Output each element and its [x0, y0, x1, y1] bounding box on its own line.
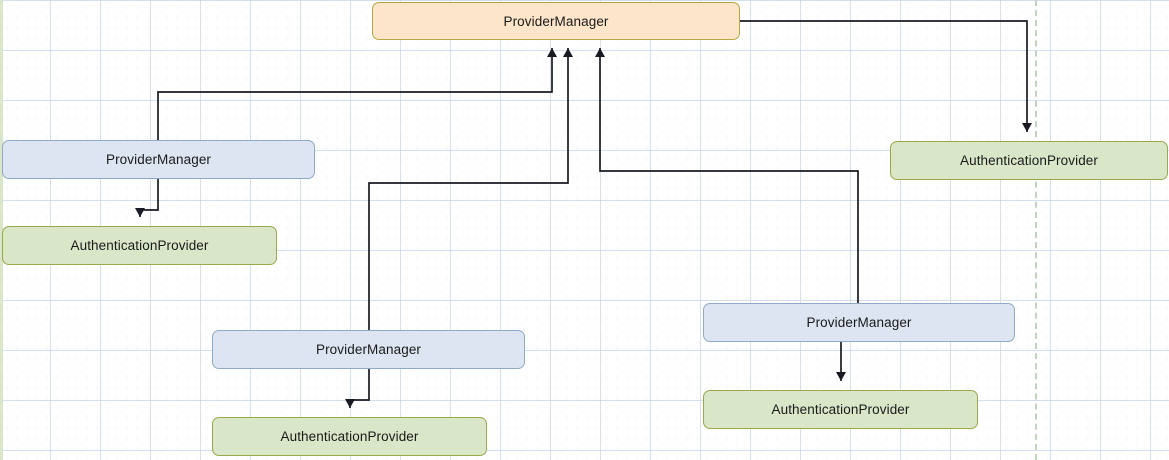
node-provider-manager-root[interactable]: ProviderManager [372, 2, 740, 40]
edge-root-to-provider-topright [740, 20, 1032, 132]
node-provider-manager-right[interactable]: ProviderManager [703, 303, 1015, 342]
node-label: ProviderManager [105, 152, 212, 167]
edge-manager-middle-to-provider-middle [345, 369, 370, 408]
left-edge-strip [0, 0, 3, 460]
node-authentication-provider-right[interactable]: AuthenticationProvider [703, 390, 978, 429]
edge-manager-middle-to-root [368, 48, 573, 330]
node-provider-manager-left[interactable]: ProviderManager [2, 140, 315, 179]
node-label: AuthenticationProvider [70, 238, 209, 253]
node-label: AuthenticationProvider [959, 153, 1099, 168]
edge-manager-right-to-root [595, 48, 859, 303]
node-label: AuthenticationProvider [771, 402, 910, 417]
node-authentication-provider-left[interactable]: AuthenticationProvider [2, 226, 277, 265]
node-authentication-provider-topright[interactable]: AuthenticationProvider [890, 141, 1168, 180]
node-label: ProviderManager [315, 342, 422, 357]
edge-manager-left-to-provider-left [135, 179, 159, 217]
node-label: AuthenticationProvider [280, 429, 419, 444]
edge-manager-left-to-root [157, 48, 557, 140]
vertical-guide-line [1035, 0, 1037, 460]
node-label: ProviderManager [806, 315, 912, 330]
node-authentication-provider-middle[interactable]: AuthenticationProvider [212, 417, 487, 456]
node-provider-manager-middle[interactable]: ProviderManager [212, 330, 525, 369]
node-label: ProviderManager [503, 13, 609, 29]
